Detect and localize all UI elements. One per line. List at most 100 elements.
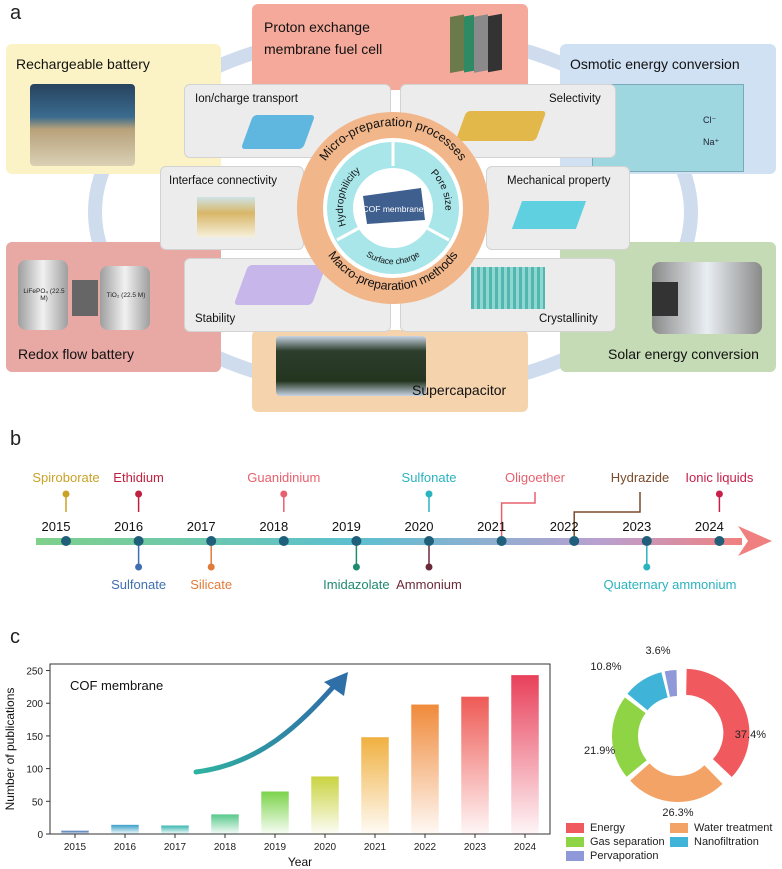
x-tick-label: 2016: [114, 842, 137, 853]
timeline-dot: [206, 536, 217, 546]
x-tick-label: 2024: [514, 842, 537, 853]
timeline-year: 2015: [41, 519, 71, 534]
x-tick-label: 2022: [414, 842, 437, 853]
donut-slice: [612, 697, 647, 777]
card-label: Solar energy conversion: [608, 346, 759, 362]
timeline-bottom-label: Sulfonate: [111, 577, 167, 592]
card-label: Redox flow battery: [18, 346, 134, 362]
timeline-year: 2022: [549, 519, 579, 534]
timeline-bottom-label: Quaternary ammonium: [603, 577, 737, 592]
inner-card-label: Stability: [195, 313, 236, 325]
timeline-arrow: [36, 526, 772, 556]
x-tick-label: 2015: [64, 842, 87, 853]
bar: [461, 696, 489, 834]
y-tick-label: 250: [26, 667, 43, 678]
timeline-dot: [278, 536, 289, 546]
timeline-top-label: Oligoether: [505, 470, 565, 485]
donut-value-label: 21.9%: [584, 745, 615, 757]
ring-center-text: COF membrane: [363, 204, 424, 214]
legend-item: Nanofiltration: [670, 836, 759, 848]
x-tick-label: 2023: [464, 842, 487, 853]
inner-card-label: Interface connectivity: [169, 175, 278, 187]
application-donut-chart: 37.4% 26.3% 21.9% 10.8% 3.6%: [584, 645, 766, 819]
card-pem-fuel-cell: Proton exchange membrane fuel cell: [252, 4, 528, 90]
timeline-bottom-label: Ammonium: [396, 577, 462, 592]
donut-value-label: 10.8%: [590, 661, 621, 673]
trend-arrow-head: [324, 672, 348, 696]
timeline-year: 2024: [694, 519, 724, 534]
panel-a-letter: a: [10, 2, 22, 24]
interface-image: [197, 197, 255, 237]
battery-image: [30, 84, 135, 166]
timeline-dot: [496, 536, 507, 546]
y-axis-label: Number of publications: [3, 688, 17, 811]
bar: [311, 776, 339, 834]
timeline-pin: [352, 563, 360, 571]
inner-card-interface-connectivity: Interface connectivity: [160, 166, 304, 250]
inner-card-label: Ion/charge transport: [195, 93, 298, 105]
timeline-top-label: Ethidium: [113, 470, 164, 485]
card-redox-flow-battery: LiFePO₄ (22.5 M) TiO₂ (22.5 M) Redox flo…: [6, 242, 221, 372]
card-label: Rechargeable battery: [16, 56, 150, 72]
timeline-pin: [207, 563, 215, 571]
legend-label: Nanofiltration: [694, 836, 759, 848]
timeline-year: 2023: [622, 519, 652, 534]
y-tick-label: 50: [32, 797, 44, 808]
fuel-cell-stack-image: [450, 13, 502, 73]
plot-frame: [49, 663, 551, 835]
light-source-image: [652, 282, 678, 316]
bar: [261, 791, 289, 834]
card-label: Supercapacitor: [412, 382, 507, 398]
supercapacitor-image: [276, 336, 426, 396]
legend-swatch: [670, 823, 688, 833]
timeline-pin: [135, 490, 143, 498]
legend-item: Gas separation: [566, 836, 665, 848]
card-supercapacitor: Supercapacitor: [252, 330, 528, 412]
timeline-dot: [351, 536, 362, 546]
timeline-top-label: Hydrazide: [610, 470, 670, 485]
donut-value-label: 37.4%: [735, 729, 766, 741]
timeline-dot: [641, 536, 652, 546]
legend-label: Water treatment: [694, 822, 773, 834]
x-tick-label: 2019: [264, 842, 287, 853]
timeline-top-label: Spiroborate: [32, 470, 100, 485]
membrane-image: [363, 188, 425, 224]
timeline-top-label: Sulfonate: [401, 470, 457, 485]
bar: [161, 825, 189, 834]
panel-c-letter: c: [10, 626, 20, 648]
timeline-year: 2017: [186, 519, 216, 534]
donut-value-label: 26.3%: [662, 807, 693, 819]
chloride-ion-label: Cl⁻: [703, 115, 717, 125]
x-tick-label: 2021: [364, 842, 387, 853]
inner-card-mechanical-property: Mechanical property: [486, 166, 630, 250]
chart-title: COF membrane: [70, 678, 163, 693]
bar: [211, 814, 239, 834]
timeline-pin: [425, 563, 433, 571]
bar: [61, 830, 89, 834]
y-tick-label: 100: [26, 765, 43, 776]
tank-left-label: LiFePO₄ (22.5 M): [23, 288, 65, 302]
donut-slice: [627, 672, 668, 711]
sodium-ion-label: Na⁺: [703, 137, 720, 147]
timeline-pin: [715, 490, 723, 498]
bar: [511, 675, 539, 834]
legend-label: Gas separation: [590, 836, 665, 848]
bar: [361, 737, 389, 834]
timeline-pin: [62, 490, 70, 498]
card-label: Osmotic energy conversion: [570, 56, 740, 72]
x-tick-label: 2017: [164, 842, 187, 853]
bar: [111, 824, 139, 834]
donut-value-label: 3.6%: [645, 645, 670, 657]
flow-stack-image: [72, 280, 98, 316]
x-tick-label: 2020: [314, 842, 337, 853]
timeline-year: 2019: [331, 519, 361, 534]
inner-card-label: Mechanical property: [507, 175, 611, 187]
timeline-pin: [135, 563, 143, 571]
tank-left-image: LiFePO₄ (22.5 M): [18, 260, 68, 330]
timeline-top-label: Guanidinium: [247, 470, 321, 485]
timeline-year: 2018: [259, 519, 289, 534]
donut-slice: [664, 670, 678, 697]
timeline-top-label: Ionic liquids: [685, 470, 754, 485]
timeline-year: 2020: [404, 519, 434, 534]
